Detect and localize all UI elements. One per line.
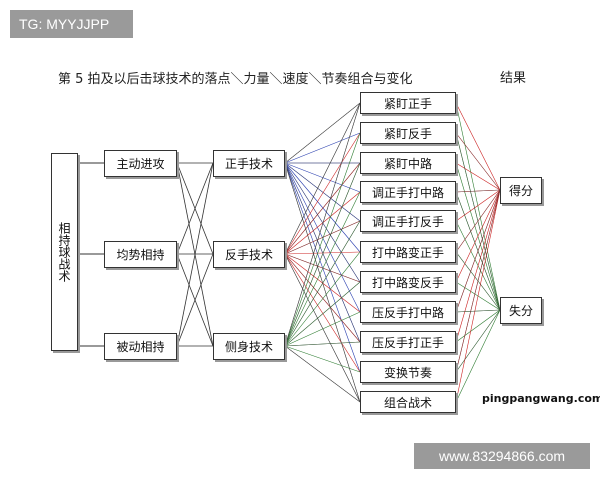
connector-line [284,132,361,164]
connector-line [284,220,361,347]
placement-label: 打中路变反手 [371,275,444,290]
connector-line [284,162,361,373]
technique-box-3: 侧身技术 [213,333,285,360]
placement-box-9: 压反手打正手 [360,331,456,353]
connector-line [455,309,501,313]
technique-label: 反手技术 [224,248,273,262]
connector-line [284,132,361,347]
connector-line [284,102,361,164]
result-label: 得分 [508,184,533,198]
connector-line [455,189,501,373]
connector-line [455,189,501,343]
strategy-box-3: 被动相持 [104,333,177,360]
connector-line [284,162,361,253]
result-label: 失分 [508,304,533,318]
strategy-label: 主动进攻 [116,157,165,171]
connector-line [455,132,501,311]
connector-line [284,281,361,347]
connector-line [284,251,361,255]
root-label: 相持球战术 [57,222,71,282]
placement-label: 压反手打中路 [371,305,444,320]
result-header: 结果 [500,71,527,86]
connector-line [284,191,361,255]
connector-line [284,162,361,222]
placement-label: 紧盯反手 [383,126,432,141]
technique-label: 正手技术 [224,157,273,171]
placement-label: 压反手打正手 [371,335,444,350]
connector-line [284,253,361,403]
placement-label: 变换节奏 [383,365,432,380]
placement-box-1: 紧盯正手 [360,92,456,114]
strategy-label: 被动相持 [116,340,165,354]
connector-line [284,251,361,347]
placement-box-6: 打中路变正手 [360,241,456,263]
connector-line [455,189,501,283]
connector-line [455,189,501,403]
technique-box-1: 正手技术 [213,150,285,177]
strategy-box-1: 主动进攻 [104,150,177,177]
connector-line [284,220,361,255]
connector-line [284,162,361,193]
placement-label: 调正手打反手 [371,214,444,229]
connector-line [284,253,361,343]
connector-line [284,102,361,347]
connector-line [176,162,214,255]
connector-line [284,311,361,347]
connector-line [284,253,361,373]
placement-label: 紧盯正手 [383,96,432,111]
connector-line [455,309,501,373]
connector-line [176,162,214,347]
connector-line [455,189,501,193]
connector-line [284,345,361,403]
connector-line [284,345,361,373]
placement-box-7: 打中路变反手 [360,271,456,293]
connector-line [284,162,361,255]
diagram-title: 第 5 拍及以后击球技术的落点＼力量＼速度＼节奏组合与变化 [58,72,413,87]
technique-box-2: 反手技术 [213,241,285,268]
placement-box-8: 压反手打中路 [360,301,456,323]
placement-box-4: 调正手打中路 [360,181,456,203]
strategy-box-2: 均势相持 [104,241,177,268]
connector-line [284,162,361,347]
connector-line [455,102,501,311]
connector-line [284,341,361,347]
connector-line [284,162,361,283]
result-box-lose: 失分 [500,297,542,324]
site-watermark: pingpangwang.com [482,392,600,405]
placement-label: 组合战术 [383,395,432,410]
result-box-score: 得分 [500,177,542,204]
placement-label: 调正手打中路 [371,185,444,200]
placement-box-3: 紧盯中路 [360,152,456,174]
connector-line [284,162,361,403]
connector-line [284,253,361,283]
connector-line [284,132,361,255]
connector-line [455,102,501,191]
connector-line [455,189,501,222]
placement-box-5: 调正手打反手 [360,210,456,232]
connector-line [455,189,501,313]
placement-box-10: 变换节奏 [360,361,456,383]
placement-box-2: 紧盯反手 [360,122,456,144]
connector-line [455,309,501,403]
connector-line [176,253,214,347]
footer-url-banner: www.83294866.com [414,443,590,469]
channel-tag: TG: MYYJJPP [10,10,133,38]
connector-line [284,162,361,343]
connector-line [455,309,501,343]
strategy-label: 均势相持 [116,248,165,262]
connector-line [284,191,361,347]
placement-label: 紧盯中路 [383,156,432,171]
placement-label: 打中路变正手 [371,245,444,260]
connector-line [284,102,361,255]
connector-line [455,132,501,191]
placement-box-11: 组合战术 [360,391,456,413]
connector-line [455,189,501,253]
root-box: 相持球战术 [51,153,78,351]
technique-label: 侧身技术 [224,340,273,354]
connector-line [455,162,501,191]
